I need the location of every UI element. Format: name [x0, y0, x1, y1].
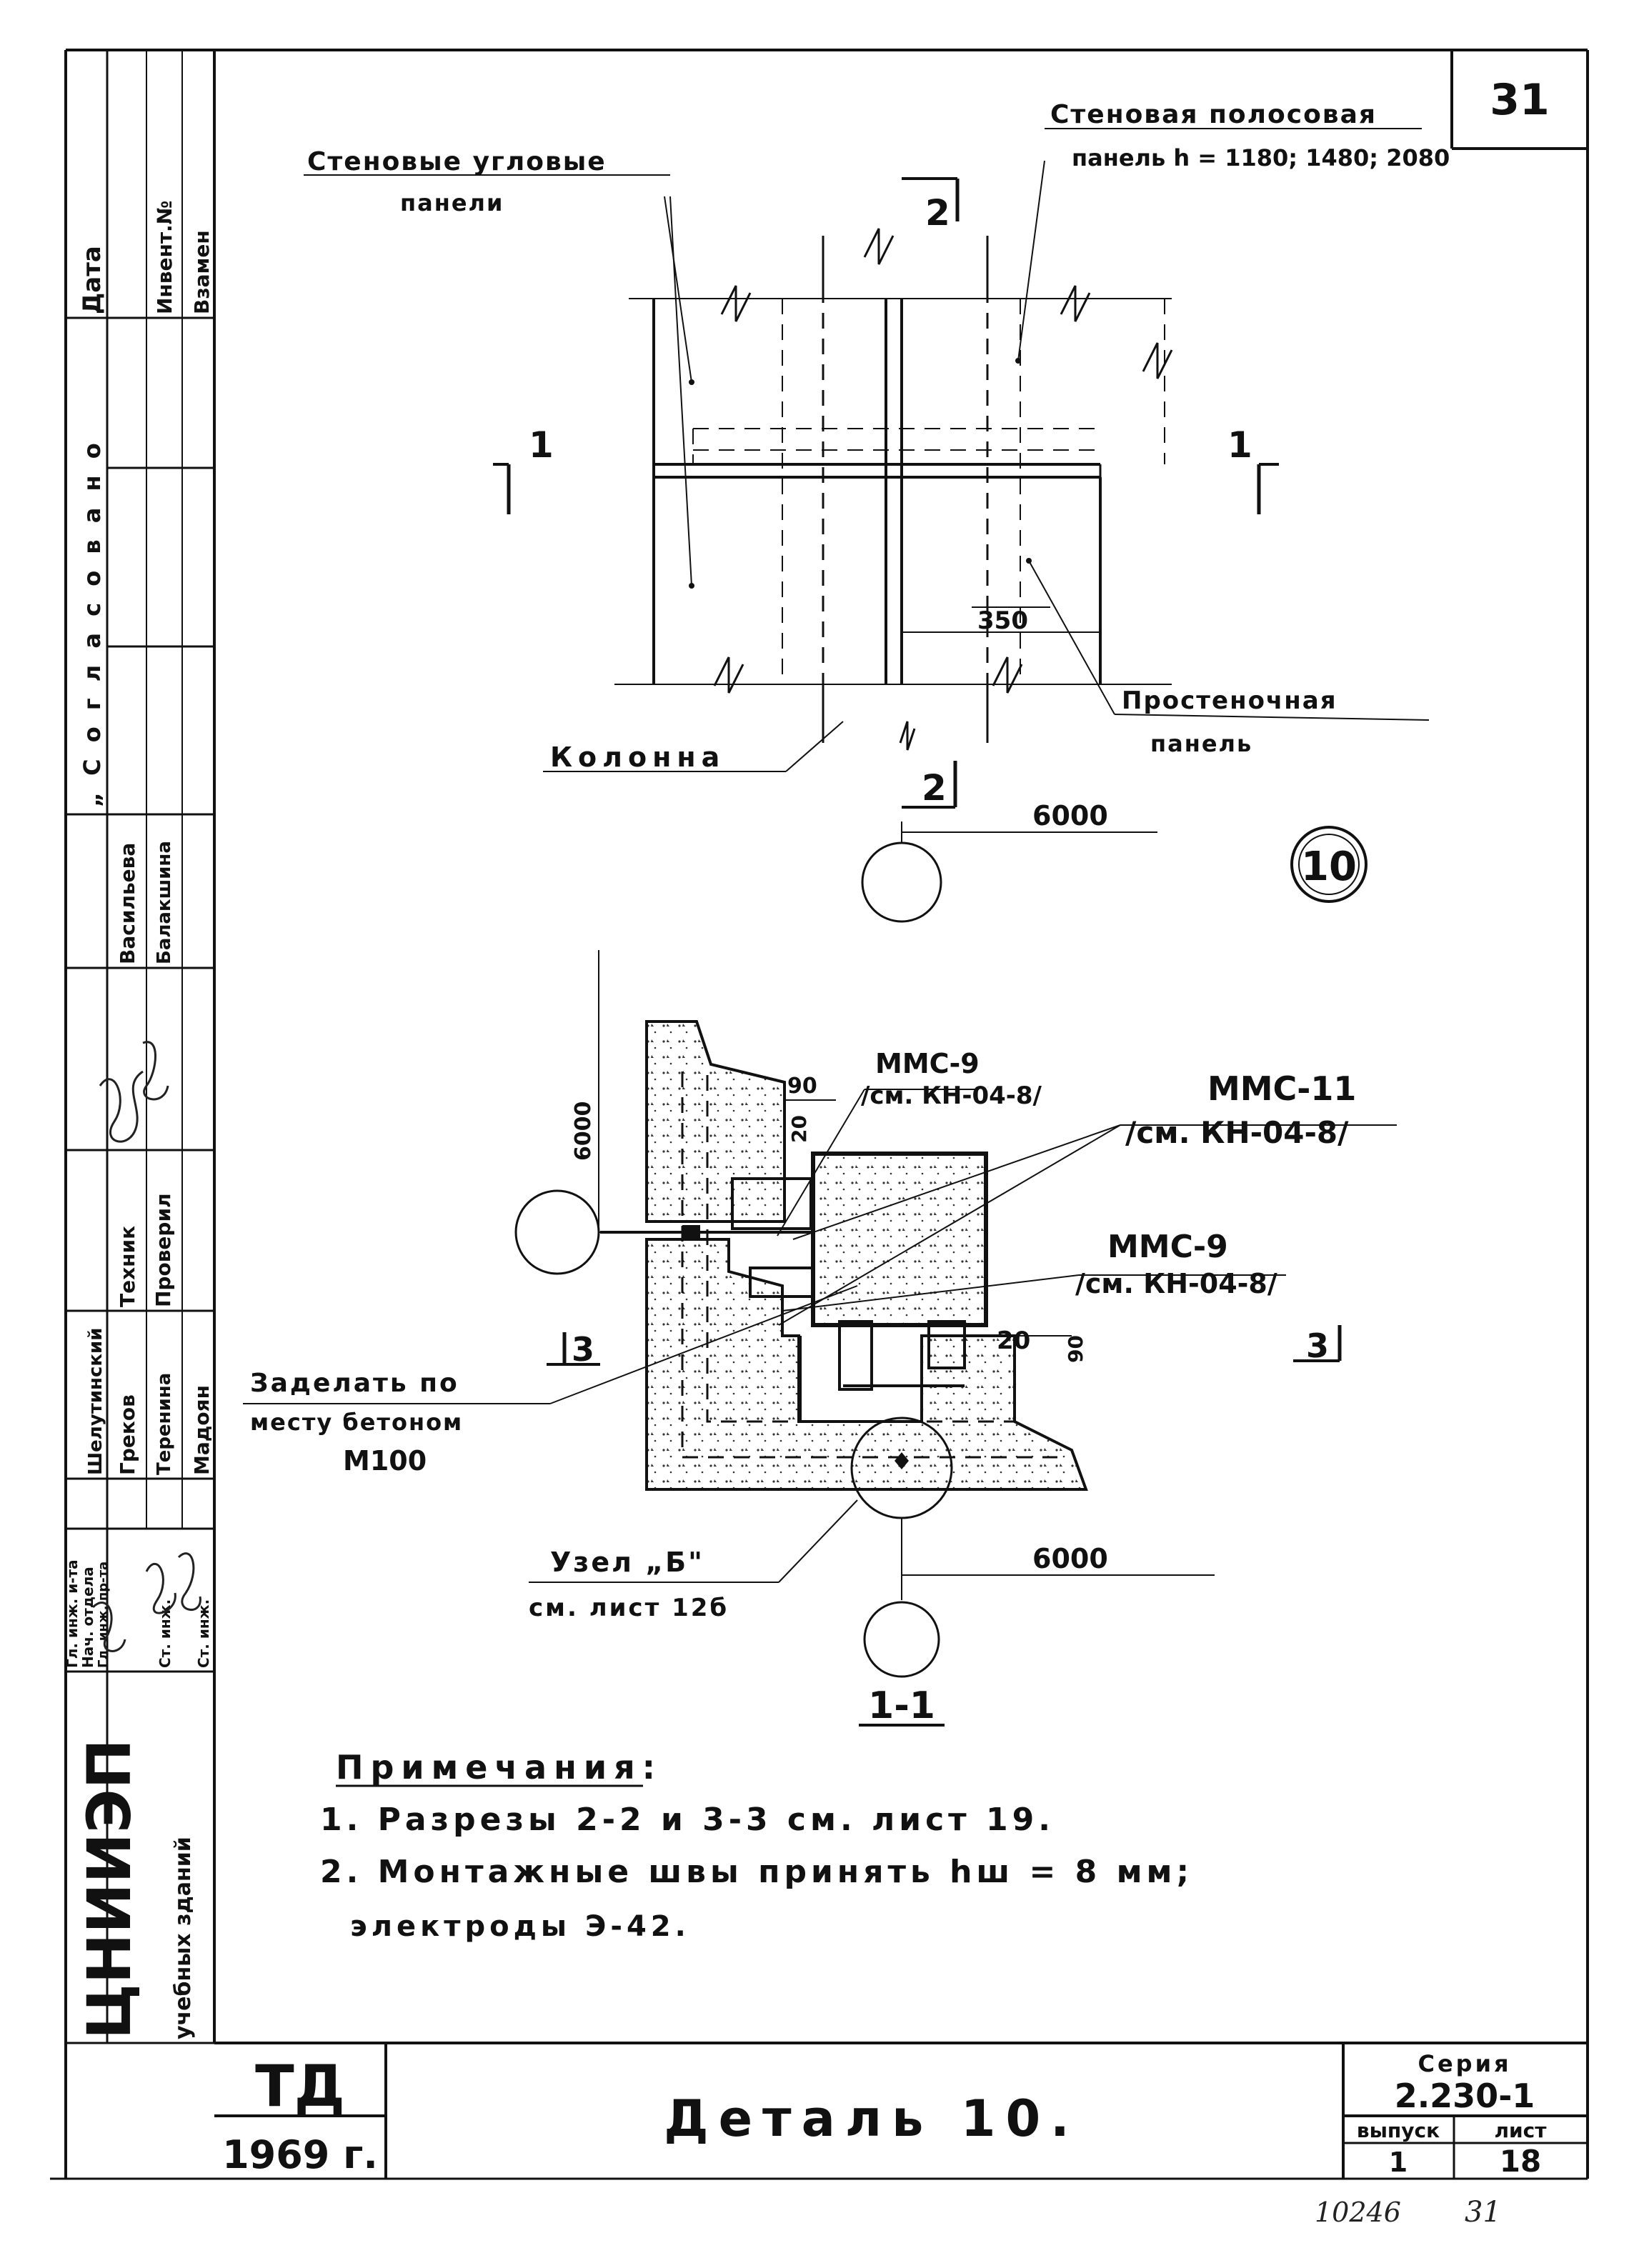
tb-issue-value: 1 [1389, 2147, 1408, 2178]
stamp-date: Дата [78, 246, 106, 314]
note-3: электроды Э-42. [350, 1910, 690, 1943]
footer-code: 10246 [1315, 2197, 1401, 2228]
sheet-number: 31 [1490, 75, 1550, 125]
stamp-name-madoyan: Мадоян [190, 1385, 214, 1475]
plan-sec1-left: 1 [529, 424, 554, 466]
dim-90-top: 90 [787, 1074, 817, 1099]
label-corner-panels-1: Стеновые угловые [307, 147, 607, 176]
stamp-role-2: Нач. отдела [79, 1567, 96, 1668]
tb-year: 1969 г. [222, 2132, 378, 2177]
label-mms9-top-2: /см. КН-04-8/ [861, 1081, 1042, 1110]
label-mms9-low-1: ММС-9 [1107, 1229, 1228, 1265]
left-stamp: Дата Инвент.№ Взамен „ С о г л а с о в а… [64, 50, 214, 2044]
stamp-invent: Инвент.№ [153, 201, 176, 314]
stamp-vzamen: Взамен [190, 230, 214, 314]
sheet-number-box: 31 [1450, 50, 1588, 150]
tb-issue-label: выпуск [1357, 2119, 1440, 2142]
label-pier-panel-2: панель [1150, 730, 1252, 757]
label-corner-panels-2: панели [400, 189, 504, 216]
plan-labels: Стеновые угловые панели Стеновая полосов… [307, 100, 1450, 773]
label-mms11-2: /см. КН-04-8/ [1125, 1115, 1349, 1150]
stamp-role-5: Ст. инж. [195, 1599, 212, 1668]
label-column: Колонна [550, 741, 725, 773]
stamp-role-1: Гл. инж. и-та [64, 1559, 81, 1668]
dim-90-right: 90 [1064, 1335, 1087, 1363]
org-subtitle: учебных зданий [171, 1837, 196, 2039]
plan-sec2-top: 2 [925, 192, 950, 234]
label-fill-3: М100 [343, 1445, 427, 1477]
plan-view: 1 1 2 2 350 6000 [304, 128, 1430, 923]
stamp-name-terenina: Теренина [154, 1373, 175, 1475]
stamp-role-3: Гл. инж. пр-та [96, 1562, 111, 1668]
section-title: 1-1 [868, 1684, 935, 1727]
stamp-name-vasilieva: Васильева [116, 843, 139, 964]
tb-series-label: Серия [1418, 2050, 1511, 2077]
note-2: 2. Монтажные швы принять hш = 8 мм; [320, 1854, 1193, 1890]
plan-dim-6000: 6000 [1032, 800, 1108, 831]
signature-scribbles [91, 1041, 201, 1652]
label-node-1: Узел „Б" [550, 1547, 704, 1578]
dim-20-right: 20 [997, 1327, 1030, 1355]
label-mms11-1: ММС-11 [1207, 1069, 1356, 1108]
label-mms9-low-2: /см. КН-04-8/ [1075, 1268, 1277, 1299]
label-pier-panel-1: Простеночная [1122, 686, 1337, 715]
outer-frame [50, 49, 1589, 2180]
plan-sec2-bottom: 2 [922, 767, 947, 809]
tb-sheet-value: 18 [1500, 2144, 1541, 2179]
notes: Примечания: 1. Разрезы 2-2 и 3-3 см. лис… [320, 1748, 1193, 1943]
notes-heading: Примечания: [336, 1748, 662, 1787]
stamp-role-proveril: Проверил [151, 1193, 175, 1307]
stamp-role-4: Ст. инж. [156, 1599, 174, 1668]
footer-page: 31 [1465, 2196, 1501, 2229]
sec3-right: 3 [1306, 1327, 1329, 1365]
org-brand: ЦНИИЭП [74, 1739, 144, 2039]
sec-dim-6000-horiz: 6000 [1032, 1543, 1108, 1574]
stamp-agreed: „ С о г л а с о в а н о [79, 439, 106, 807]
section-1-1: 6000 6000 90 20 20 90 3 3 1-1 [243, 950, 1397, 1727]
note-1: 1. Разрезы 2-2 и 3-3 см. лист 19. [320, 1802, 1055, 1838]
label-node-2: см. лист 12б [529, 1594, 729, 1622]
label-fill-2: месту бетоном [250, 1409, 463, 1436]
tb-td: ТД [255, 2053, 345, 2119]
dim-20-top: 20 [787, 1115, 811, 1143]
plan-sec1-right: 1 [1227, 424, 1252, 466]
detail-mark: 10 [1301, 844, 1357, 890]
tb-series-value: 2.230-1 [1395, 2077, 1535, 2115]
tb-sheet-label: лист [1495, 2119, 1548, 2142]
stamp-name-grekov: Греков [116, 1394, 139, 1475]
stamp-name-balakshina: Балакшина [154, 841, 175, 964]
sec-dim-6000-vert: 6000 [571, 1101, 596, 1162]
section-labels: ММС-9 /см. КН-04-8/ ММС-11 /см. КН-04-8/… [250, 1048, 1356, 1622]
label-mms9-top-1: ММС-9 [875, 1048, 980, 1079]
label-fill-1: Заделать по [250, 1369, 459, 1398]
label-strip-panel-2: панель h = 1180; 1480; 2080 [1072, 144, 1450, 171]
stamp-name-shelutinsky: Шелутинский [85, 1328, 106, 1476]
dim-350: 350 [977, 606, 1028, 635]
sec3-left: 3 [572, 1330, 594, 1369]
stamp-role-technik: Техник [116, 1226, 139, 1307]
tb-title: Деталь 10. [664, 2089, 1080, 2148]
title-block: ТД 1969 г. Деталь 10. Серия 2.230-1 выпу… [214, 2042, 1588, 2179]
footer: 10246 31 [1315, 2196, 1501, 2229]
label-strip-panel-1: Стеновая полосовая [1050, 100, 1377, 129]
